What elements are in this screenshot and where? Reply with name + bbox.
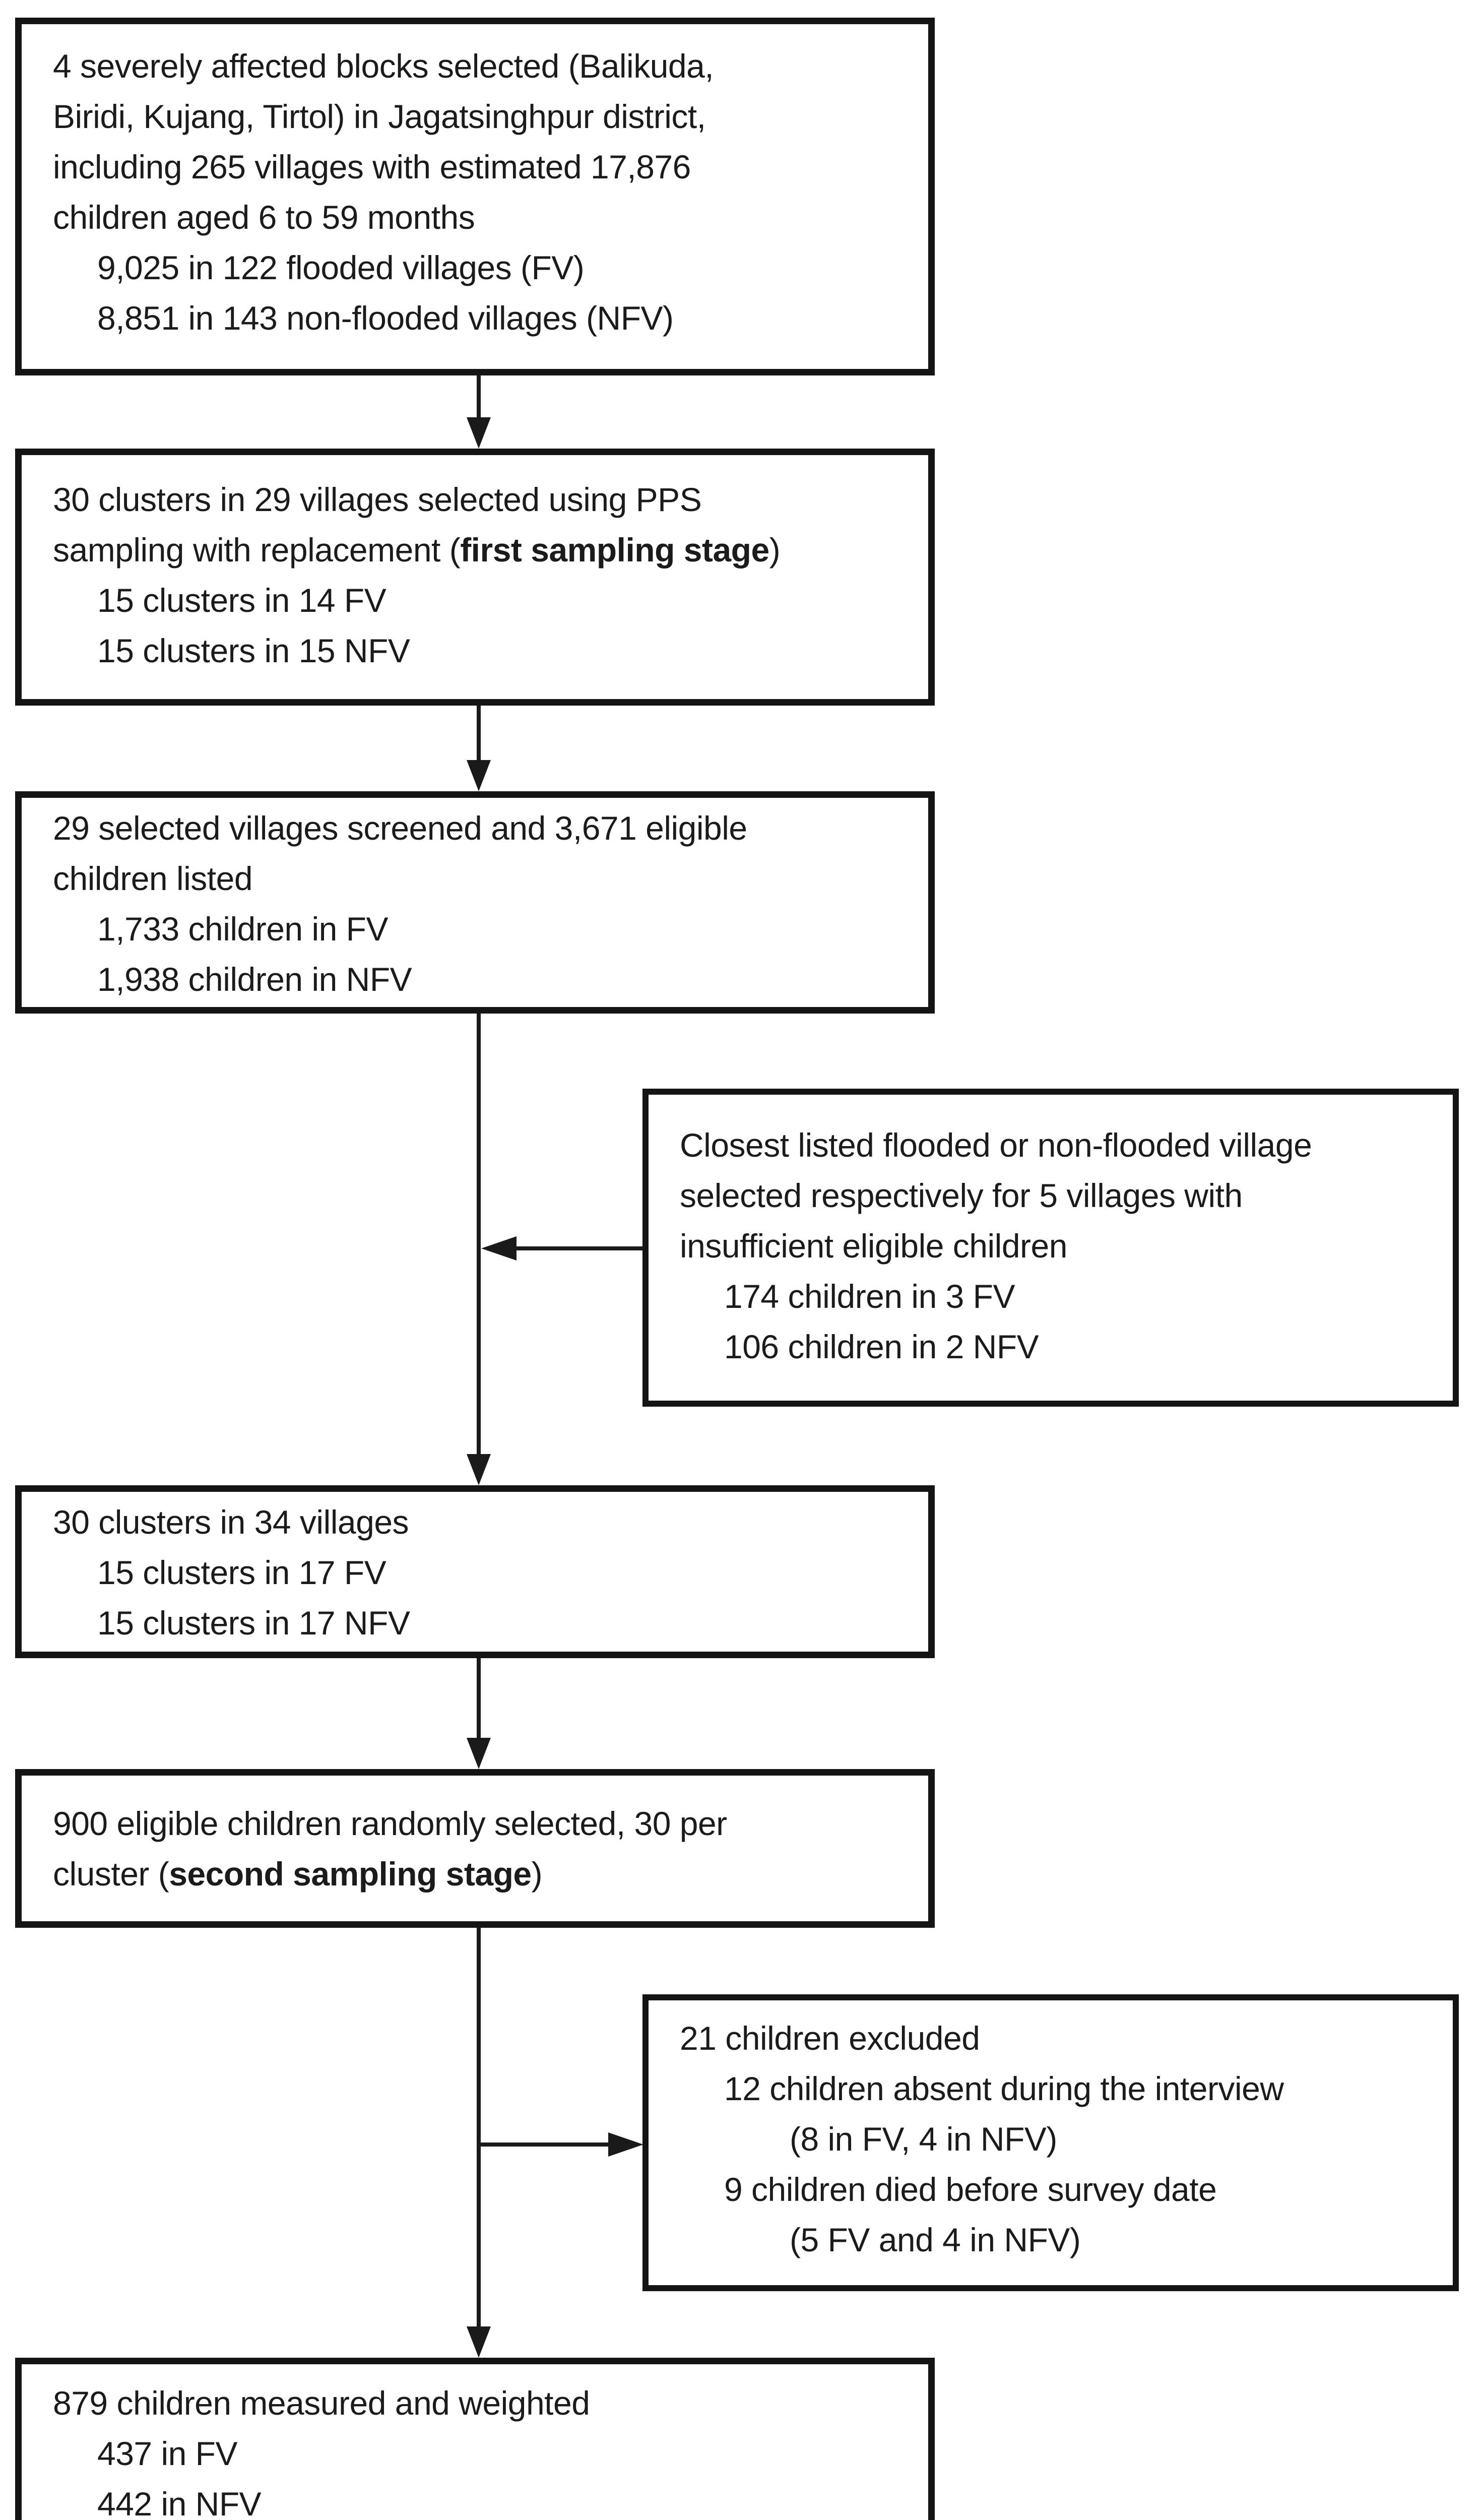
text-run: 1,733 children in FV	[97, 910, 389, 948]
arrow-box2-to-box3	[467, 706, 491, 791]
arrow-box5-to-box6	[467, 1928, 491, 2358]
text-run: 29 selected villages screened and 3,671 …	[53, 809, 747, 847]
box-clusters-in-villages: 30 clusters in 34 villages 15 clusters in…	[15, 1485, 935, 1658]
box-line: 21 children excluded	[680, 2013, 1441, 2063]
box-line: 1,733 children in FV	[97, 904, 916, 954]
text-run: children aged 6 to 59 months	[53, 199, 475, 236]
box-line: 900 eligible children randomly selected,…	[53, 1798, 916, 1849]
box-line: 15 clusters in 17 FV	[97, 1547, 916, 1598]
text-run: 30 clusters in 34 villages	[53, 1503, 409, 1541]
box-line: 437 in FV	[97, 2428, 916, 2479]
box-line: 106 children in 2 NFV	[724, 1321, 1441, 1372]
box-line: sampling with replacement (first samplin…	[53, 525, 916, 575]
text-run: 879 children measured and weighted	[53, 2384, 590, 2422]
box-line: 15 clusters in 17 NFV	[97, 1598, 916, 1648]
text-run: 15 clusters in 15 NFV	[97, 632, 410, 669]
box-line: 174 children in 3 FV	[724, 1271, 1441, 1321]
arrow-box4-to-box5	[467, 1658, 491, 1769]
box-line: Biridi, Kujang, Tirtol) in Jagatsinghpur…	[53, 91, 916, 142]
box-line: (5 FV and 4 in NFV)	[790, 2215, 1441, 2265]
box-line: 8,851 in 143 non-flooded villages (NFV)	[97, 293, 916, 343]
arrow-flow-into-exclusions	[479, 2132, 643, 2157]
box-replacement-villages: Closest listed flooded or non-flooded vi…	[642, 1089, 1459, 1407]
text-run: 21 children excluded	[680, 2020, 980, 2057]
box-final-sample: 879 children measured and weighted 437 in…	[15, 2358, 935, 2520]
text-run: 4 severely affected blocks selected (Bal…	[53, 47, 714, 85]
text-run: including 265 villages with estimated 17…	[53, 148, 691, 185]
arrow-box3-to-box4	[467, 1014, 491, 1485]
text-run: children listed	[53, 860, 253, 897]
text-run: (5 FV and 4 in NFV)	[790, 2221, 1081, 2258]
box-line: 12 children absent during the interview	[724, 2063, 1441, 2114]
box-line: 15 clusters in 14 FV	[97, 575, 916, 625]
box-second-sampling-stage: 900 eligible children randomly selected,…	[15, 1769, 935, 1928]
text-run: selected respectively for 5 villages wit…	[680, 1177, 1243, 1214]
text-run: )	[531, 1855, 543, 1893]
box-line: selected respectively for 5 villages wit…	[680, 1170, 1441, 1221]
text-run: (8 in FV, 4 in NFV)	[790, 2120, 1057, 2158]
box-first-sampling-stage: 30 clusters in 29 villages selected usin…	[15, 449, 935, 706]
text-run: 15 clusters in 14 FV	[97, 582, 386, 619]
box-line: insufficient eligible children	[680, 1221, 1441, 1271]
text-run: cluster (	[53, 1855, 169, 1893]
text-run: insufficient eligible children	[680, 1227, 1067, 1265]
box-line: 879 children measured and weighted	[53, 2378, 916, 2428]
bold-text-run: first sampling stage	[460, 531, 769, 569]
text-run: 12 children absent during the interview	[724, 2070, 1284, 2107]
box-line: 30 clusters in 34 villages	[53, 1497, 916, 1547]
box-line: Closest listed flooded or non-flooded vi…	[680, 1120, 1441, 1170]
text-run: 174 children in 3 FV	[724, 1278, 1015, 1315]
text-run: Closest listed flooded or non-flooded vi…	[680, 1126, 1312, 1164]
text-run: 9 children died before survey date	[724, 2171, 1217, 2208]
text-run: Biridi, Kujang, Tirtol) in Jagatsinghpur…	[53, 98, 706, 135]
box-line: 29 selected villages screened and 3,671 …	[53, 803, 916, 853]
text-run: 442 in NFV	[97, 2485, 262, 2520]
arrow-box1-to-box2	[467, 375, 491, 449]
box-line: 4 severely affected blocks selected (Bal…	[53, 41, 916, 91]
box-line: 442 in NFV	[97, 2479, 916, 2520]
box-line: children listed	[53, 853, 916, 904]
text-run: 900 eligible children randomly selected,…	[53, 1805, 727, 1842]
text-run: )	[769, 531, 781, 569]
text-run: 8,851 in 143 non-flooded villages (NFV)	[97, 299, 674, 337]
text-run: 9,025 in 122 flooded villages (FV)	[97, 249, 585, 286]
text-run: 15 clusters in 17 FV	[97, 1554, 386, 1591]
text-run: 30 clusters in 29 villages selected usin…	[53, 481, 702, 518]
box-line: cluster (second sampling stage)	[53, 1849, 916, 1899]
box-line: 15 clusters in 15 NFV	[97, 625, 916, 676]
text-run: 106 children in 2 NFV	[724, 1328, 1039, 1365]
text-run: 437 in FV	[97, 2435, 238, 2472]
text-run: 1,938 children in NFV	[97, 961, 412, 998]
text-run: sampling with replacement (	[53, 531, 461, 569]
box-line: 1,938 children in NFV	[97, 954, 916, 1004]
box-line: children aged 6 to 59 months	[53, 192, 916, 242]
arrow-replacement-into-flow	[481, 1236, 642, 1261]
box-district-selection: 4 severely affected blocks selected (Bal…	[15, 18, 935, 375]
box-line: including 265 villages with estimated 17…	[53, 142, 916, 192]
box-line: 9,025 in 122 flooded villages (FV)	[97, 242, 916, 293]
text-run: 15 clusters in 17 NFV	[97, 1604, 410, 1642]
bold-text-run: second sampling stage	[169, 1855, 532, 1893]
box-villages-screened: 29 selected villages screened and 3,671 …	[15, 791, 935, 1014]
box-excluded-children: 21 children excluded 12 children absent d…	[642, 1994, 1459, 2291]
box-line: 30 clusters in 29 villages selected usin…	[53, 474, 916, 525]
box-line: 9 children died before survey date	[724, 2164, 1441, 2215]
box-line: (8 in FV, 4 in NFV)	[790, 2114, 1441, 2164]
